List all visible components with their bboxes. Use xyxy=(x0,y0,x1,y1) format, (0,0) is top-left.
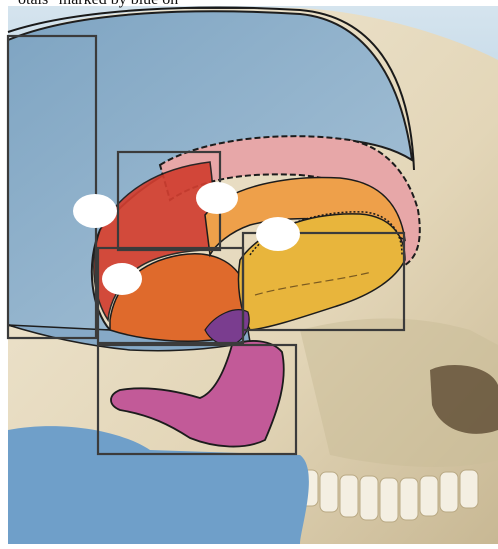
caption-blank xyxy=(182,0,258,9)
label-marker-4[interactable] xyxy=(102,263,142,295)
caption-prefix: otals" marked by blue on xyxy=(18,0,178,8)
label-marker-1[interactable] xyxy=(73,194,117,228)
label-marker-2[interactable] xyxy=(196,182,238,214)
caption-text: otals" marked by blue on xyxy=(18,0,258,9)
label-marker-3[interactable] xyxy=(256,217,300,251)
